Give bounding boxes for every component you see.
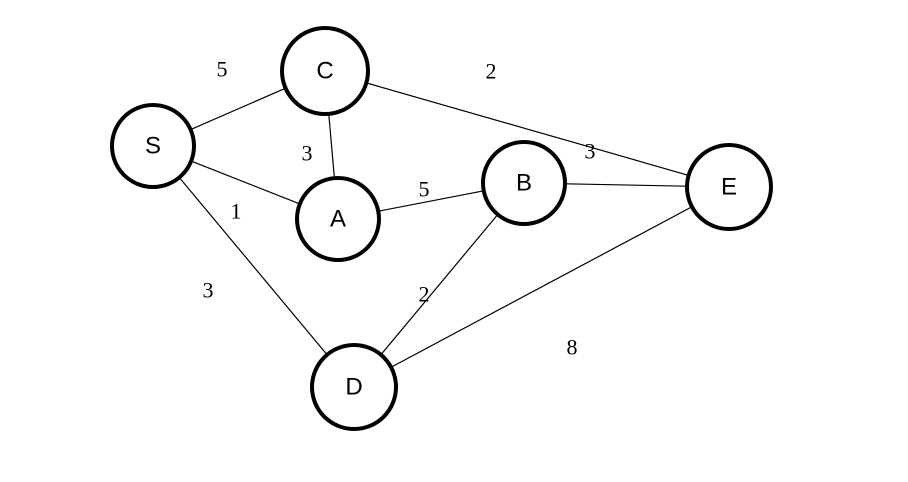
node-circle [310, 343, 398, 431]
node-circle [110, 103, 196, 189]
edge-weight-c-e: 2 [486, 59, 497, 84]
node-e: E [685, 143, 773, 231]
edge-weight-a-b: 5 [419, 177, 430, 202]
node-d: D [310, 343, 398, 431]
node-circle [295, 176, 381, 262]
node-b: B [481, 140, 567, 226]
edge-s-c [190, 87, 286, 131]
edge-a-b [378, 190, 484, 212]
edge-weight-c-a: 3 [302, 141, 313, 166]
node-a: A [295, 176, 381, 262]
edge-b-e [564, 183, 688, 187]
node-circle [481, 140, 567, 226]
node-label: S [145, 133, 161, 160]
node-s: S [110, 103, 196, 189]
node-label: C [316, 58, 333, 85]
edge-weight-b-d: 2 [419, 282, 430, 307]
edge-weight-s-d: 3 [203, 278, 214, 303]
node-label: E [721, 174, 737, 201]
node-label: A [330, 206, 346, 233]
edge-c-a [328, 113, 336, 179]
node-label: B [516, 170, 532, 197]
edge-weight-s-a: 1 [231, 199, 242, 224]
edge-s-d [178, 177, 328, 356]
edges-layer [178, 82, 693, 368]
edge-s-a [190, 160, 301, 205]
edge-weight-s-c: 5 [217, 57, 228, 82]
edge-weight-b-e: 3 [585, 139, 596, 164]
edge-b-d [380, 214, 499, 356]
edge-weight-d-e: 8 [567, 335, 578, 360]
nodes-layer: S C A B E D [110, 26, 773, 431]
node-circle [280, 26, 370, 116]
node-label: D [345, 374, 362, 401]
edge-d-e [390, 206, 693, 368]
weights-layer: 5 1 3 3 2 5 3 2 8 [203, 57, 596, 360]
edge-c-e [366, 82, 689, 176]
node-circle [685, 143, 773, 231]
node-c: C [280, 26, 370, 116]
